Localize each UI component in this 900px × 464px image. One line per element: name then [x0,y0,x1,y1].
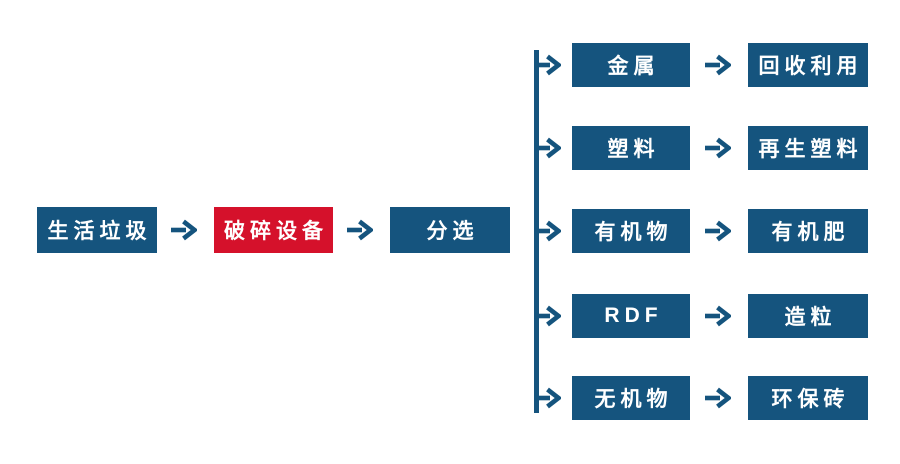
node-household-waste: 生活垃圾 [37,207,157,253]
node-label: 塑料 [607,138,660,161]
node-plastic: 塑料 [572,126,690,170]
node-crushing-equipment: 破碎设备 [214,207,333,253]
node-label: 分选 [426,220,479,243]
node-label: 环保砖 [771,388,850,411]
node-recycled-plastic: 再生塑料 [748,126,868,170]
arrow-right-icon [535,54,561,76]
node-label: 再生塑料 [758,138,863,161]
node-label: 造粒 [784,306,837,329]
node-label: RDF [604,304,663,327]
node-label: 有机肥 [771,221,850,244]
node-label: 无机物 [594,388,673,411]
node-label: 破碎设备 [224,220,328,243]
node-metal: 金属 [572,43,690,87]
arrow-right-icon [535,387,561,409]
arrow-right-icon [535,137,561,159]
arrow-right-icon [535,220,561,242]
arrow-right-icon [347,219,373,241]
arrow-right-icon [705,137,731,159]
node-recycling: 回收利用 [748,43,868,87]
node-label: 生活垃圾 [47,220,152,243]
node-rdf: RDF [572,294,690,338]
node-label: 金属 [607,55,660,78]
node-organic-matter: 有机物 [572,209,690,253]
arrow-right-icon [171,219,197,241]
arrow-right-icon [705,305,731,327]
node-eco-brick: 环保砖 [748,376,868,420]
node-inorganic-matter: 无机物 [572,376,690,420]
node-organic-fertilizer: 有机肥 [748,209,868,253]
node-label: 回收利用 [758,55,863,78]
node-sorting: 分选 [390,207,510,253]
arrow-right-icon [705,220,731,242]
arrow-right-icon [705,387,731,409]
arrow-right-icon [705,54,731,76]
node-granulation: 造粒 [748,294,868,338]
node-label: 有机物 [594,221,673,244]
arrow-right-icon [535,305,561,327]
